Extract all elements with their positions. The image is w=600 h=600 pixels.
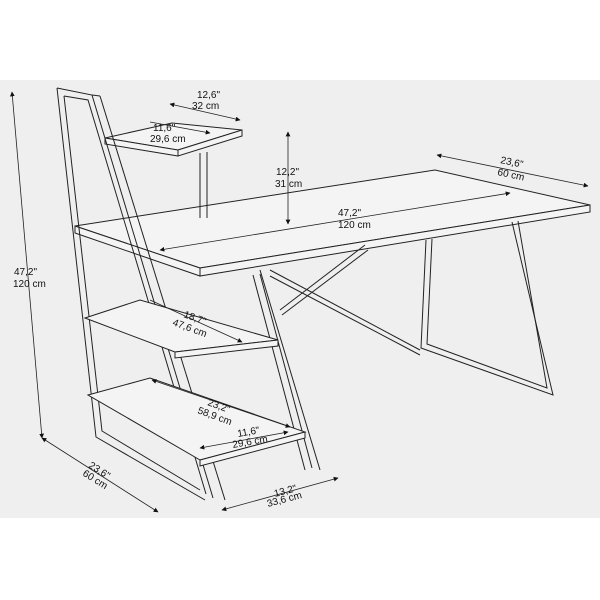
- top-shelf-width-cm: 32 cm: [192, 101, 219, 112]
- desk-width-cm: 120 cm: [338, 220, 371, 231]
- desk-width-inch: 47,2": [338, 208, 361, 219]
- cross-brace: [269, 244, 421, 356]
- dimension-lines: [9, 91, 589, 513]
- top-shelf-depth-cm: 29,6 cm: [150, 134, 186, 145]
- total-height-cm: 120 cm: [13, 279, 46, 290]
- top-shelf-depth-inch: 11,6": [153, 123, 176, 134]
- total-height-inch: 47,2": [14, 267, 37, 278]
- riser-height-cm: 31 cm: [275, 179, 302, 190]
- dimension-labels: 47,2" 120 cm 12,6" 32 cm 11,6" 29,6 cm 1…: [13, 90, 525, 510]
- top-shelf-width-inch: 12,6": [197, 90, 220, 101]
- lower-shelf-depth-inch: 11,6": [237, 425, 261, 440]
- desk-depth-inch: 23,6": [499, 155, 524, 171]
- riser-height-inch: 12,2": [276, 167, 299, 178]
